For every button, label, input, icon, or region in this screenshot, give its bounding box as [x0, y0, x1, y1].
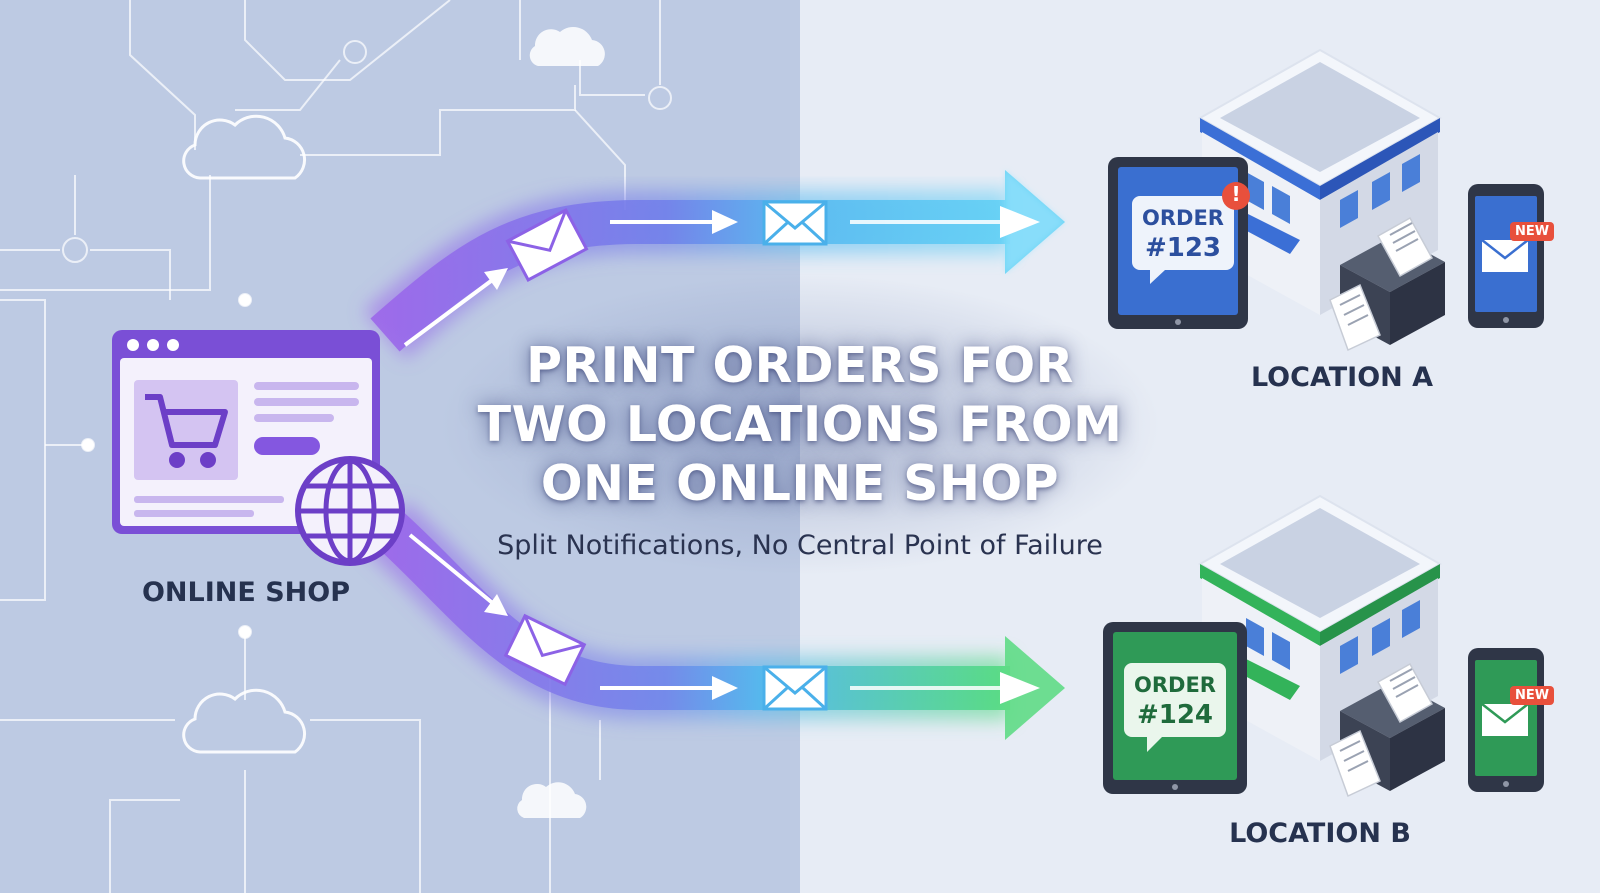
new-badge: NEW — [1510, 686, 1555, 705]
location-a-label: LOCATION A — [1250, 362, 1434, 393]
order-number: #123 — [1144, 233, 1222, 263]
receipt-printer-icon — [1329, 216, 1445, 352]
order-number: #124 — [1136, 700, 1214, 730]
globe-icon — [295, 456, 405, 566]
new-badge: NEW — [1510, 222, 1555, 241]
envelope-icon — [503, 613, 587, 687]
envelope-icon — [762, 665, 828, 711]
cloud-icon — [182, 688, 306, 754]
cloud-icon — [517, 782, 587, 818]
tablet-icon — [1108, 157, 1250, 329]
network-lines — [0, 0, 672, 893]
building-icon — [1197, 48, 1443, 315]
order-bubble-b: ORDER #124 — [1124, 670, 1226, 730]
title-glow — [440, 275, 1160, 575]
subtitle: Split Notifications, No Central Point of… — [497, 530, 1103, 561]
title-line: TWO LOCATIONS FROM — [477, 396, 1123, 453]
phone-icon — [1468, 184, 1544, 328]
order-label: ORDER — [1134, 673, 1216, 697]
flow-to-location-b — [363, 501, 1065, 740]
envelope-icon — [505, 208, 589, 282]
shopping-cart-icon — [145, 394, 228, 468]
receipt-printer-icon — [1329, 662, 1445, 798]
cloud-icon — [182, 114, 306, 180]
location-b-label: LOCATION B — [1229, 818, 1411, 849]
envelope-icon — [1481, 703, 1529, 736]
online-shop-label: ONLINE SHOP — [141, 577, 351, 608]
cloud-icon — [529, 26, 605, 67]
main-title: PRINT ORDERS FOR TWO LOCATIONS FROM ONE … — [470, 336, 1130, 513]
envelope-icon — [762, 200, 828, 246]
title-line: ONE ONLINE SHOP — [540, 455, 1060, 512]
alert-mark: ! — [1231, 182, 1241, 206]
phone-icon — [1468, 648, 1544, 792]
alert-badge — [1222, 182, 1250, 210]
flow-to-location-a — [363, 170, 1065, 359]
order-label: ORDER — [1142, 206, 1224, 230]
tablet-icon — [1103, 622, 1247, 794]
order-bubble-a: ORDER #123 — [1132, 203, 1234, 263]
title-line: PRINT ORDERS FOR — [526, 337, 1074, 394]
envelope-icon — [1481, 239, 1529, 272]
